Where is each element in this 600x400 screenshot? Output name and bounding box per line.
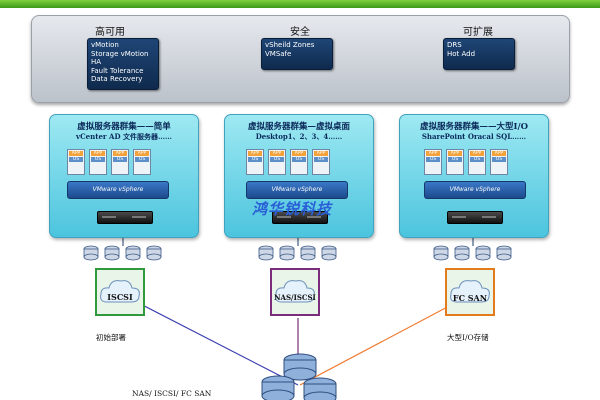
capability-item: HA	[91, 58, 102, 67]
cluster-title: 虚拟服务器群集——简单	[77, 122, 171, 132]
link-fcsan-to-central-storage	[299, 294, 471, 386]
disk-stack-right	[433, 245, 512, 261]
note-initial-deployment: 初始部署	[96, 333, 126, 342]
cluster-subtitle: Desktop1、2、3、4……	[255, 132, 343, 141]
storage-box-fc-san: FC SAN	[445, 268, 495, 316]
server-icon	[447, 211, 503, 224]
cluster-subtitle: vCenter AD 文件服务器……	[76, 132, 172, 141]
capability-title-scalability: 可扩展	[463, 27, 493, 38]
storage-label: FC SAN	[452, 293, 488, 303]
cluster-title: 虚拟服务器群集—虚拟桌面	[247, 122, 350, 132]
capability-title-high-availability: 高可用	[95, 27, 125, 38]
note-storage-protocols: NAS/ ISCSI/ FC SAN	[132, 389, 212, 398]
cloud-icon	[275, 280, 315, 303]
capability-box-security: vSheild Zones VMSafe	[261, 38, 333, 70]
capability-title-security: 安全	[290, 27, 310, 38]
storage-label: NAS/ISCSI	[274, 293, 316, 302]
server-icon	[272, 211, 328, 224]
cluster-subtitle: SharePoint Oracal SQL……	[421, 132, 527, 141]
capability-item: Storage vMotion	[91, 49, 149, 58]
disk-stack-middle	[258, 245, 337, 261]
note-large-io-storage: 大型I/O存储	[447, 333, 489, 342]
server-icon	[97, 211, 153, 224]
vsphere-bar: VMware vSphere	[424, 181, 526, 199]
cloud-icon	[100, 280, 140, 303]
vsphere-bar: VMware vSphere	[67, 181, 169, 199]
central-storage-icon	[261, 353, 337, 400]
capability-item: Hot Add	[447, 49, 476, 58]
capability-item: Data Recovery	[91, 75, 143, 84]
disk-stack-left	[83, 245, 162, 261]
capability-item: DRS	[447, 41, 462, 49]
capability-item: vSheild Zones	[265, 41, 315, 49]
watermark-text: 鸿华锐科技	[252, 200, 333, 218]
cluster-title: 虚拟服务器群集——大型I/O	[420, 122, 528, 132]
storage-box-nas-iscsi: NAS/ISCSI	[270, 268, 320, 316]
capability-item: VMSafe	[265, 49, 292, 58]
vsphere-bar: VMware vSphere	[246, 181, 348, 199]
top-banner-bar	[0, 0, 600, 8]
storage-box-iscsi: ISCSI	[95, 268, 145, 316]
cloud-icon	[450, 280, 490, 303]
cluster-large-io: 虚拟服务器群集——大型I/O SharePoint Oracal SQL…… A…	[399, 114, 549, 238]
storage-label: ISCSI	[107, 292, 133, 302]
capability-item: vMotion	[91, 41, 119, 49]
capability-item: Fault Tolerance	[91, 66, 144, 75]
capability-box-high-availability: vMotion Storage vMotion HA Fault Toleran…	[87, 38, 159, 90]
link-iscsi-to-central-storage	[122, 294, 299, 386]
capability-box-scalability: DRS Hot Add	[443, 38, 515, 70]
